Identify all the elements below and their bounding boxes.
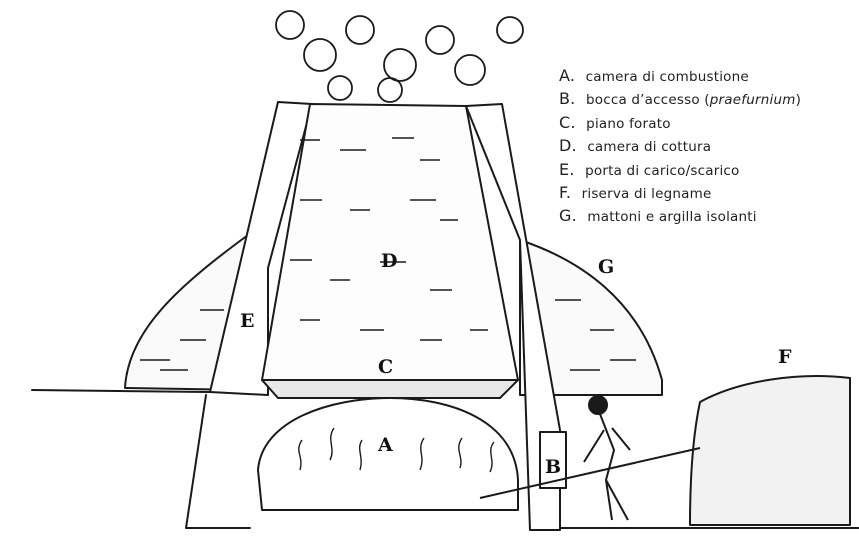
left-outer-wall xyxy=(209,101,313,396)
right-outer-wall xyxy=(465,103,561,531)
smoke-plume xyxy=(275,10,524,103)
praefurnium xyxy=(539,431,567,489)
perforated-floor xyxy=(261,379,519,399)
legend-item: F. riserva di legname xyxy=(559,182,712,202)
flames xyxy=(298,427,495,473)
label-f: F xyxy=(778,346,792,368)
legend-item: G. mattoni e argilla isolanti xyxy=(559,206,757,226)
right-insulation-mound xyxy=(519,239,663,396)
legend-item: E. porta di carico/scarico xyxy=(559,159,740,179)
label-b: B xyxy=(545,456,562,478)
stoking-pole xyxy=(479,447,701,499)
wood-pile xyxy=(689,375,851,526)
label-c: C xyxy=(378,356,394,378)
legend-item: D. camera di cottura xyxy=(559,136,712,156)
label-g: G xyxy=(598,256,615,278)
combustion-chamber xyxy=(257,397,519,511)
legend-item: A. camera di combustione xyxy=(559,66,749,85)
ground-line xyxy=(31,389,211,393)
label-e: E xyxy=(240,310,255,332)
brick-hatching xyxy=(140,137,636,371)
label-d: D xyxy=(381,250,398,272)
label-a: A xyxy=(378,434,393,456)
worker-figure xyxy=(479,395,701,521)
legend: A. camera di combustione B. bocca d’acce… xyxy=(559,64,849,228)
left-base xyxy=(185,394,251,529)
legend-item: B. bocca d’accesso (praefurnium) xyxy=(559,89,802,109)
legend-item: C. piano forato xyxy=(559,112,671,132)
